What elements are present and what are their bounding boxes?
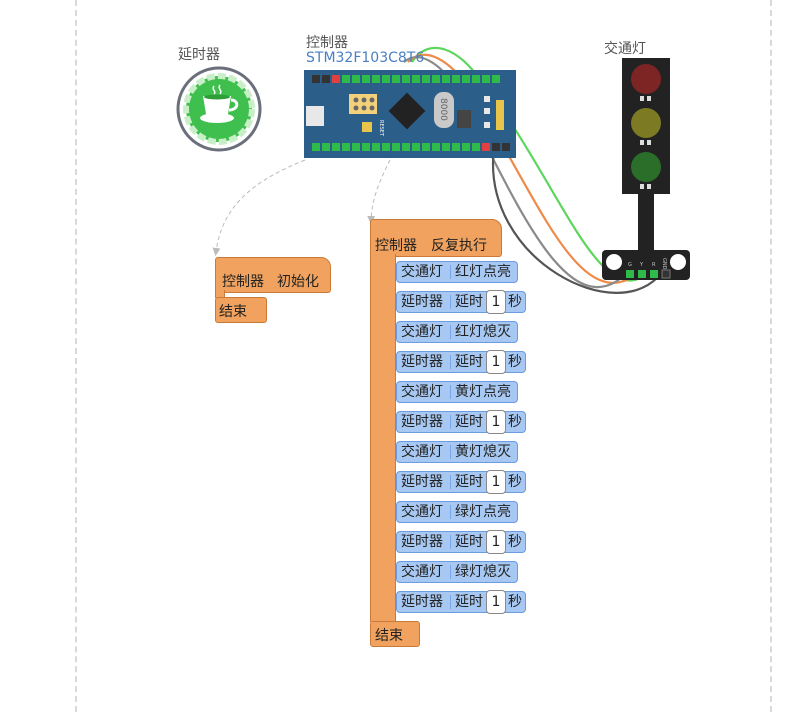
statement-divider: [450, 505, 451, 519]
loop-connector-arrow: [367, 159, 391, 224]
statement-device-label: 交通灯: [401, 444, 443, 460]
init-block-header: 控制器: [222, 274, 264, 290]
init-block-end: 结束: [219, 304, 247, 320]
statement-action-label: 延时: [455, 294, 483, 310]
pin-label-g: G: [628, 262, 632, 268]
statement-divider: [450, 295, 451, 309]
traffic-light-statement-block[interactable]: 交通灯绿灯点亮: [396, 501, 518, 523]
traffic-light-label: 交通灯: [604, 41, 646, 57]
statement-device-label: 交通灯: [401, 564, 443, 580]
red-lamp: [631, 64, 661, 94]
usb-port: [306, 106, 324, 126]
statement-divider: [450, 595, 451, 609]
regulator: [457, 110, 471, 128]
statement-divider: [450, 385, 451, 399]
wire-dark: [491, 147, 663, 294]
statement-action-label: 绿灯点亮: [455, 504, 511, 520]
reset-text: RESET: [378, 120, 384, 137]
traffic-light-statement-block[interactable]: 交通灯黄灯点亮: [396, 381, 518, 403]
statement-action-label: 延时: [455, 534, 483, 550]
statement-device-label: 交通灯: [401, 504, 443, 520]
loop-block-end: 结束: [375, 628, 403, 644]
statement-device-label: 交通灯: [401, 324, 443, 340]
statement-action-label: 延时: [455, 474, 483, 490]
side-pin-header: [496, 100, 504, 130]
traffic-light[interactable]: G Y R GND: [600, 58, 692, 284]
reset-button: [362, 122, 372, 132]
statement-device-label: 延时器: [401, 354, 443, 370]
bottom-pin-header: [312, 143, 510, 151]
crystal: [434, 92, 454, 128]
delay-unit-label: 秒: [508, 594, 522, 610]
statement-divider: [450, 445, 451, 459]
statement-action-label: 黄灯熄灭: [455, 444, 511, 460]
statement-action-label: 延时: [455, 354, 483, 370]
statement-action-label: 延时: [455, 594, 483, 610]
delay-seconds-input[interactable]: 1: [486, 530, 506, 554]
delay-seconds-input[interactable]: 1: [486, 410, 506, 434]
statement-device-label: 交通灯: [401, 264, 443, 280]
controller-chip-label: STM32F103C8T6: [306, 50, 425, 66]
statement-action-label: 红灯熄灭: [455, 324, 511, 340]
delay-seconds-input[interactable]: 1: [486, 470, 506, 494]
jumper-block: [349, 94, 377, 114]
delay-unit-label: 秒: [508, 354, 522, 370]
statement-device-label: 交通灯: [401, 384, 443, 400]
statement-device-label: 延时器: [401, 294, 443, 310]
delay-seconds-input[interactable]: 1: [486, 290, 506, 314]
statement-device-label: 延时器: [401, 414, 443, 430]
crystal-text: 8000: [438, 98, 448, 121]
loop-block-header: 控制器: [375, 238, 417, 254]
left-guide-line: [75, 0, 77, 712]
statement-divider: [450, 535, 451, 549]
statement-action-label: 延时: [455, 414, 483, 430]
right-guide-line: [770, 0, 772, 712]
traffic-light-statement-block[interactable]: 交通灯黄灯熄灭: [396, 441, 518, 463]
statement-action-label: 红灯点亮: [455, 264, 511, 280]
traffic-light-statement-block[interactable]: 交通灯红灯熄灭: [396, 321, 518, 343]
loop-block-header-action: 反复执行: [431, 238, 487, 254]
teacup-icon: [200, 84, 239, 123]
statement-device-label: 延时器: [401, 534, 443, 550]
timer-label: 延时器: [178, 47, 220, 63]
statement-divider: [450, 355, 451, 369]
statement-divider: [450, 475, 451, 489]
statement-action-label: 黄灯点亮: [455, 384, 511, 400]
delay-seconds-input[interactable]: 1: [486, 350, 506, 374]
delay-unit-label: 秒: [508, 534, 522, 550]
timer-device[interactable]: [176, 66, 262, 152]
pin-label-r: R: [652, 262, 656, 268]
mcu-chip: [388, 92, 426, 130]
traffic-light-statement-block[interactable]: 交通灯红灯点亮: [396, 261, 518, 283]
delay-unit-label: 秒: [508, 294, 522, 310]
pin-label-y: Y: [639, 262, 644, 268]
delay-seconds-input[interactable]: 1: [486, 590, 506, 614]
traffic-light-statement-block[interactable]: 交通灯绿灯熄灭: [396, 561, 518, 583]
delay-unit-label: 秒: [508, 474, 522, 490]
statement-action-label: 绿灯熄灭: [455, 564, 511, 580]
statement-divider: [450, 415, 451, 429]
init-connector-arrow: [212, 159, 306, 256]
statement-device-label: 延时器: [401, 474, 443, 490]
green-lamp: [631, 152, 661, 182]
yellow-lamp: [631, 108, 661, 138]
stm32-board[interactable]: RESET 8000: [304, 70, 516, 158]
statement-device-label: 延时器: [401, 594, 443, 610]
init-block-header-action: 初始化: [277, 274, 319, 290]
controller-label: 控制器: [306, 35, 348, 51]
statement-divider: [450, 565, 451, 579]
top-pin-header: [312, 75, 500, 83]
pin-label-gnd: GND: [661, 258, 667, 270]
statement-divider: [450, 325, 451, 339]
statement-divider: [450, 265, 451, 279]
delay-unit-label: 秒: [508, 414, 522, 430]
